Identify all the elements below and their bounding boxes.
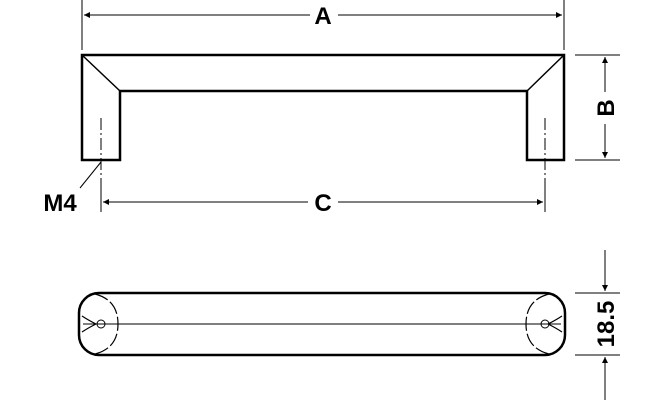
hole-right	[540, 319, 550, 329]
chamfer-left	[81, 54, 121, 92]
dimension-c-label: C	[314, 190, 331, 217]
end-curve-right	[546, 315, 563, 333]
thread-leader	[79, 161, 102, 189]
end-arc-left	[94, 293, 119, 355]
dimension-b-label: B	[593, 99, 620, 116]
dimension-height-label: 18.5	[593, 301, 620, 348]
chamfer-right	[526, 54, 565, 92]
top-view	[77, 250, 620, 400]
hole-left	[96, 319, 106, 329]
handle-top-outline	[77, 291, 567, 357]
thread-label: M4	[43, 190, 77, 217]
end-curve-left	[81, 315, 98, 333]
handle-outline	[80, 53, 566, 162]
dimension-a-label: A	[314, 3, 331, 30]
front-view	[79, 0, 620, 212]
end-arc-right	[525, 293, 550, 355]
